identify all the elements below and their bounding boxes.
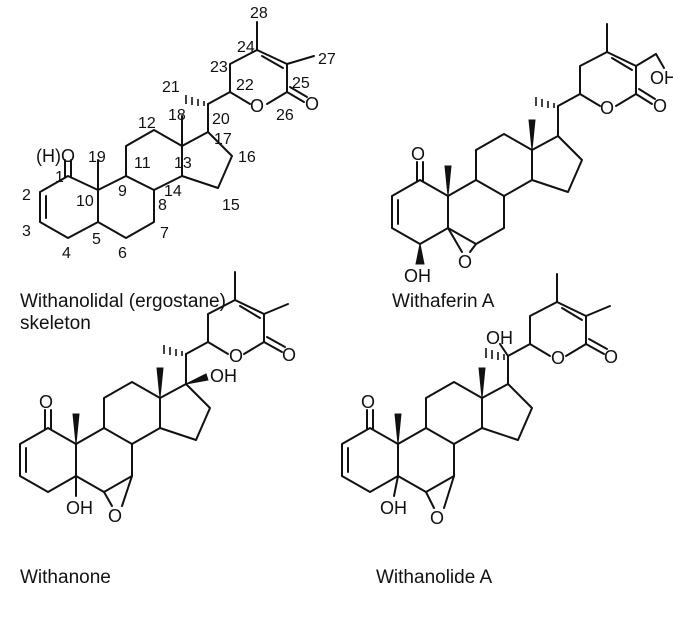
carbon-number: 11 xyxy=(134,155,151,172)
carbon-number: 15 xyxy=(222,197,240,214)
carbon-number: 7 xyxy=(160,225,169,242)
carbon-number: 28 xyxy=(250,5,268,22)
withaferin-a-hydroxyl-4: OH xyxy=(404,266,431,286)
carbon-number: 14 xyxy=(164,183,182,200)
withanone-ring-oxygen: O xyxy=(229,346,243,366)
withanone-c21-hash xyxy=(163,345,183,356)
withaferin-a-c21-hash xyxy=(535,97,555,108)
withanone-c1-oxygen: O xyxy=(39,392,53,412)
skeleton-carbonyl-oxygen: O xyxy=(305,94,319,114)
carbon-number: 10 xyxy=(76,193,94,210)
carbon-number: 13 xyxy=(174,155,192,172)
withanolide-a-atom-labels: O OH O OH O O xyxy=(361,328,618,528)
skeleton-ring-oxygen: O xyxy=(250,96,264,116)
carbon-number: 17 xyxy=(214,131,232,148)
withanolide-a-c21-hash xyxy=(485,348,505,360)
carbon-number: 12 xyxy=(138,115,156,132)
carbon-number: 19 xyxy=(88,149,106,166)
withanone-structure: O OH O OH O O Withanone xyxy=(19,271,296,588)
skeleton-caption-line2: skeleton xyxy=(20,313,91,334)
carbon-number: 3 xyxy=(22,223,31,240)
carbon-number: 25 xyxy=(292,75,310,92)
carbon-number: 22 xyxy=(236,77,254,94)
withanone-hydroxyl-5: OH xyxy=(66,498,93,518)
withanone-bonds xyxy=(19,271,289,507)
skeleton-caption-line1: Withanolidal (ergostane) xyxy=(20,291,226,312)
carbon-number: 20 xyxy=(212,111,230,128)
withanone-epoxide-oxygen: O xyxy=(108,506,122,526)
carbon-number: 1 xyxy=(55,169,64,186)
carbon-number: 16 xyxy=(238,149,256,166)
skeleton-atom-labels: (H)O O O xyxy=(36,94,319,166)
carbon-number: 4 xyxy=(62,245,71,262)
skeleton-bonds xyxy=(39,21,315,239)
withanolide-a-carbonyl-oxygen: O xyxy=(604,347,618,367)
withanolide-a-bonds xyxy=(341,273,611,509)
carbon-number: 6 xyxy=(118,245,127,262)
skeleton-carbon-numbers: 1 2 3 4 5 6 7 8 9 10 11 12 13 14 15 16 1… xyxy=(22,5,336,262)
withaferin-a-bonds xyxy=(391,23,665,265)
withanolide-a-hydroxyl-5: OH xyxy=(380,498,407,518)
withaferin-a-atom-labels: O OH O O O OH xyxy=(404,68,673,286)
withaferin-a-caption: Withaferin A xyxy=(392,291,495,312)
skeleton-c21-hash xyxy=(185,95,205,106)
carbon-number: 21 xyxy=(162,79,180,96)
carbon-number: 18 xyxy=(168,107,186,124)
withanolide-a-structure: O OH O OH O O Withanolide A xyxy=(341,273,618,588)
skeleton-c1-oxygen: (H)O xyxy=(36,146,75,166)
carbon-number: 26 xyxy=(276,107,294,124)
withanone-atom-labels: O OH O OH O O xyxy=(39,345,296,526)
withaferin-a-carbonyl-oxygen: O xyxy=(653,96,667,116)
withanolide-a-c1-oxygen: O xyxy=(361,392,375,412)
withaferin-a-side-chain-oh: OH xyxy=(650,68,673,88)
withanolide-a-ring-oxygen: O xyxy=(551,348,565,368)
withaferin-a-structure: O OH O O O OH Withaferin A xyxy=(391,23,673,312)
withaferin-a-ring-oxygen: O xyxy=(600,98,614,118)
withanone-hydroxyl-17: OH xyxy=(210,366,237,386)
carbon-number: 27 xyxy=(318,51,336,68)
withaferin-a-epoxide-oxygen: O xyxy=(458,252,472,272)
carbon-number: 8 xyxy=(158,197,167,214)
carbon-number: 24 xyxy=(237,39,255,56)
withanolide-a-hydroxyl-20: OH xyxy=(486,328,513,348)
withanolide-a-caption: Withanolide A xyxy=(376,567,493,588)
withanolide-a-epoxide-oxygen: O xyxy=(430,508,444,528)
carbon-number: 23 xyxy=(210,59,228,76)
withaferin-a-c1-oxygen: O xyxy=(411,144,425,164)
skeleton-structure: (H)O O O 1 2 3 4 5 6 7 8 9 10 11 12 13 1… xyxy=(20,5,336,334)
carbon-number: 2 xyxy=(22,187,31,204)
withanone-carbonyl-oxygen: O xyxy=(282,345,296,365)
carbon-number: 9 xyxy=(118,183,127,200)
withanone-caption: Withanone xyxy=(20,567,111,588)
carbon-number: 5 xyxy=(92,231,101,248)
